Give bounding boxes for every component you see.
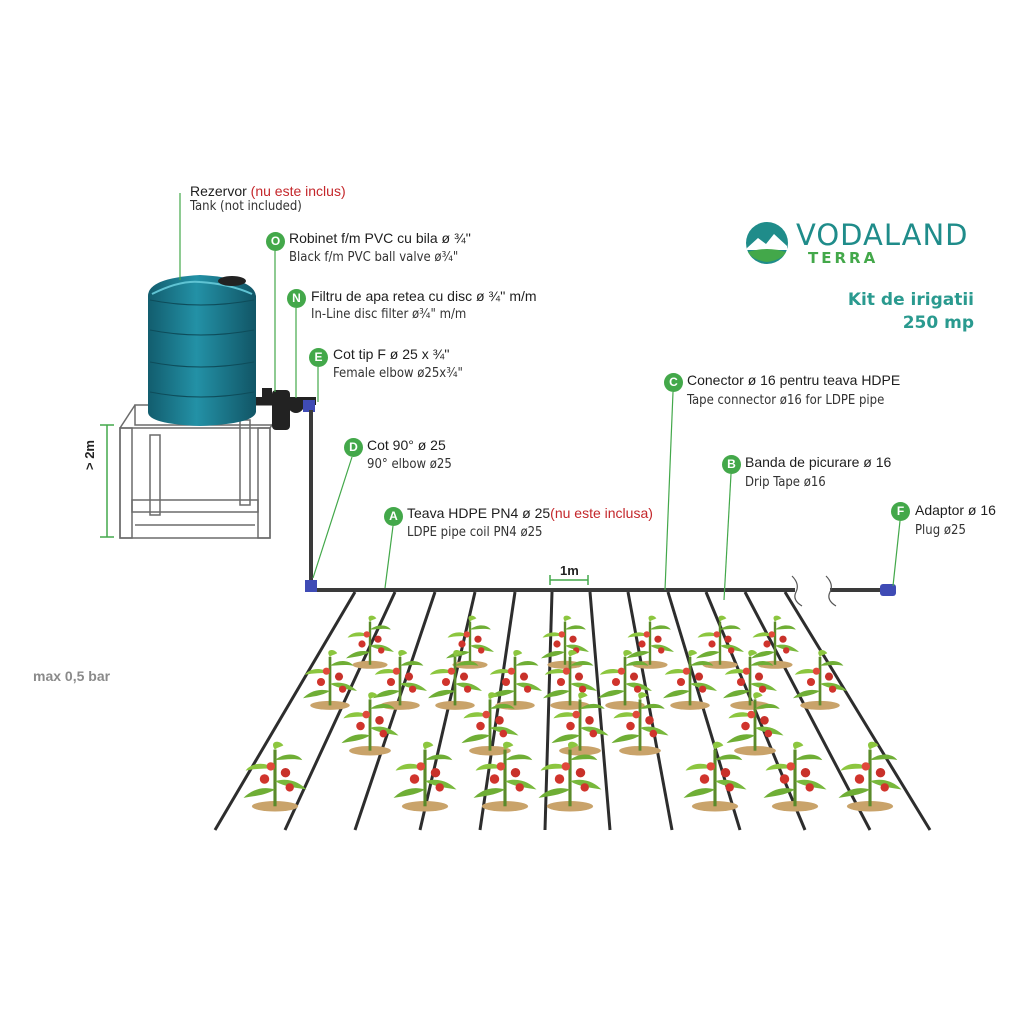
badge-b: B [722, 455, 741, 474]
label-elbow-90: Cot 90° ø 25 90° elbow ø25 [367, 437, 452, 472]
label-tape-connector: Conector ø 16 pentru teava HDPE Tape con… [687, 372, 900, 408]
leader-lines [179, 193, 901, 601]
tomato-plant [836, 740, 904, 814]
label-ball-valve: Robinet f/m PVC cu bila ø ¾'' Black f/m … [289, 230, 471, 265]
kit-title: Kit de irigatii [847, 290, 974, 310]
elbow-90 [305, 580, 317, 592]
tank-title: Rezervor [190, 183, 247, 199]
badge-a: A [384, 507, 403, 526]
height-note: > 2m [82, 440, 97, 470]
drip-tape-line [588, 591, 612, 831]
tomato-plants [241, 614, 904, 814]
tank-not-included: (nu este inclus) [246, 183, 346, 199]
tomato-plant [539, 614, 591, 670]
spacing-dimension [549, 575, 589, 585]
label-tank: Rezervor (nu este inclus) Tank (not incl… [190, 183, 346, 214]
tomato-plant [344, 614, 396, 670]
tomato-plant [486, 648, 544, 712]
tomato-plant [444, 614, 496, 670]
badge-n: N [287, 289, 306, 308]
adaptor-subtitle: Plug ø25 [915, 523, 966, 538]
female-elbow-subtitle: Female elbow ø25x¾" [333, 366, 463, 381]
end-plug [880, 584, 896, 596]
badge-d: D [344, 438, 363, 457]
drip-tape-line [418, 591, 477, 831]
leader-line [664, 391, 674, 591]
label-adaptor: Adaptor ø 16 Plug ø25 [915, 502, 996, 538]
valve-filter-assembly [256, 388, 316, 430]
drip-tape-subtitle: Drip Tape ø16 [745, 475, 826, 490]
hdpe-pipe-subtitle: LDPE pipe coil PN4 ø25 [407, 525, 543, 540]
leader-line [312, 456, 353, 579]
kit-area: 250 mp [902, 313, 974, 333]
leader-line [384, 525, 394, 589]
drip-tape-line [743, 591, 872, 831]
vodaland-logo-icon [746, 222, 788, 264]
leader-line [892, 520, 901, 587]
label-disc-filter: Filtru de apa retea cu disc ø ¾'' m/m In… [311, 288, 537, 322]
tape-connector-title: Conector ø 16 pentru teava HDPE [687, 372, 901, 388]
disc-filter-title: Filtru de apa retea cu disc ø ¾'' m/m [311, 288, 537, 304]
tape-connector-subtitle: Tape connector ø16 for LDPE pipe [687, 393, 885, 408]
tank-subtitle: Tank (not included) [190, 199, 302, 214]
badge-c: C [664, 373, 683, 392]
adaptor-title: Adaptor ø 16 [915, 502, 996, 518]
spacing-note: 1m [560, 563, 579, 578]
tomato-plant [749, 614, 801, 670]
tomato-plant [371, 648, 429, 712]
tomato-plant [426, 648, 484, 712]
label-hdpe-pipe: Teava HDPE PN4 ø 25(nu este inclusa) LDP… [407, 505, 653, 540]
drip-tape-line [783, 591, 932, 831]
label-female-elbow: Cot tip F ø 25 x ¾'' Female elbow ø25x¾" [333, 346, 463, 381]
drip-tape-line [626, 591, 674, 831]
water-tank [148, 275, 256, 426]
drip-tape-line [283, 591, 397, 831]
badge-f: F [891, 502, 910, 521]
disc-filter-subtitle: In-Line disc filter ø¾" m/m [311, 307, 467, 322]
drip-tape-title: Banda de picurare ø 16 [745, 454, 892, 470]
drip-tape-line [353, 591, 437, 831]
hdpe-pipe-title: Teava HDPE PN4 ø 25 [407, 505, 551, 521]
elbow-90-subtitle: 90° elbow ø25 [367, 457, 452, 472]
tomato-plant [391, 740, 459, 814]
tomato-plant [301, 648, 359, 712]
label-drip-tape: Banda de picurare ø 16 Drip Tape ø16 [745, 454, 891, 490]
badge-e: E [309, 348, 328, 367]
tomato-plant [721, 648, 779, 712]
tomato-plant [661, 648, 719, 712]
pressure-note: max 0,5 bar [33, 668, 111, 684]
brand-name: VODALAND [796, 218, 969, 252]
ball-valve-title: Robinet f/m PVC cu bila ø ¾'' [289, 230, 471, 246]
tomato-plant [725, 690, 785, 757]
elbow-90-title: Cot 90° ø 25 [367, 437, 446, 453]
female-elbow-title: Cot tip F ø 25 x ¾'' [333, 346, 450, 362]
hdpe-pipe-not-included: (nu este inclusa) [550, 505, 653, 521]
brand-subname: TERRA [808, 249, 879, 267]
leader-line [723, 473, 732, 601]
drip-tape-line [213, 591, 357, 831]
drip-tape-line [543, 591, 554, 831]
tomato-plant [694, 614, 746, 670]
ball-valve-subtitle: Black f/m PVC ball valve ø¾" [289, 250, 459, 265]
height-dimension [100, 424, 114, 538]
badge-o: O [266, 232, 285, 251]
